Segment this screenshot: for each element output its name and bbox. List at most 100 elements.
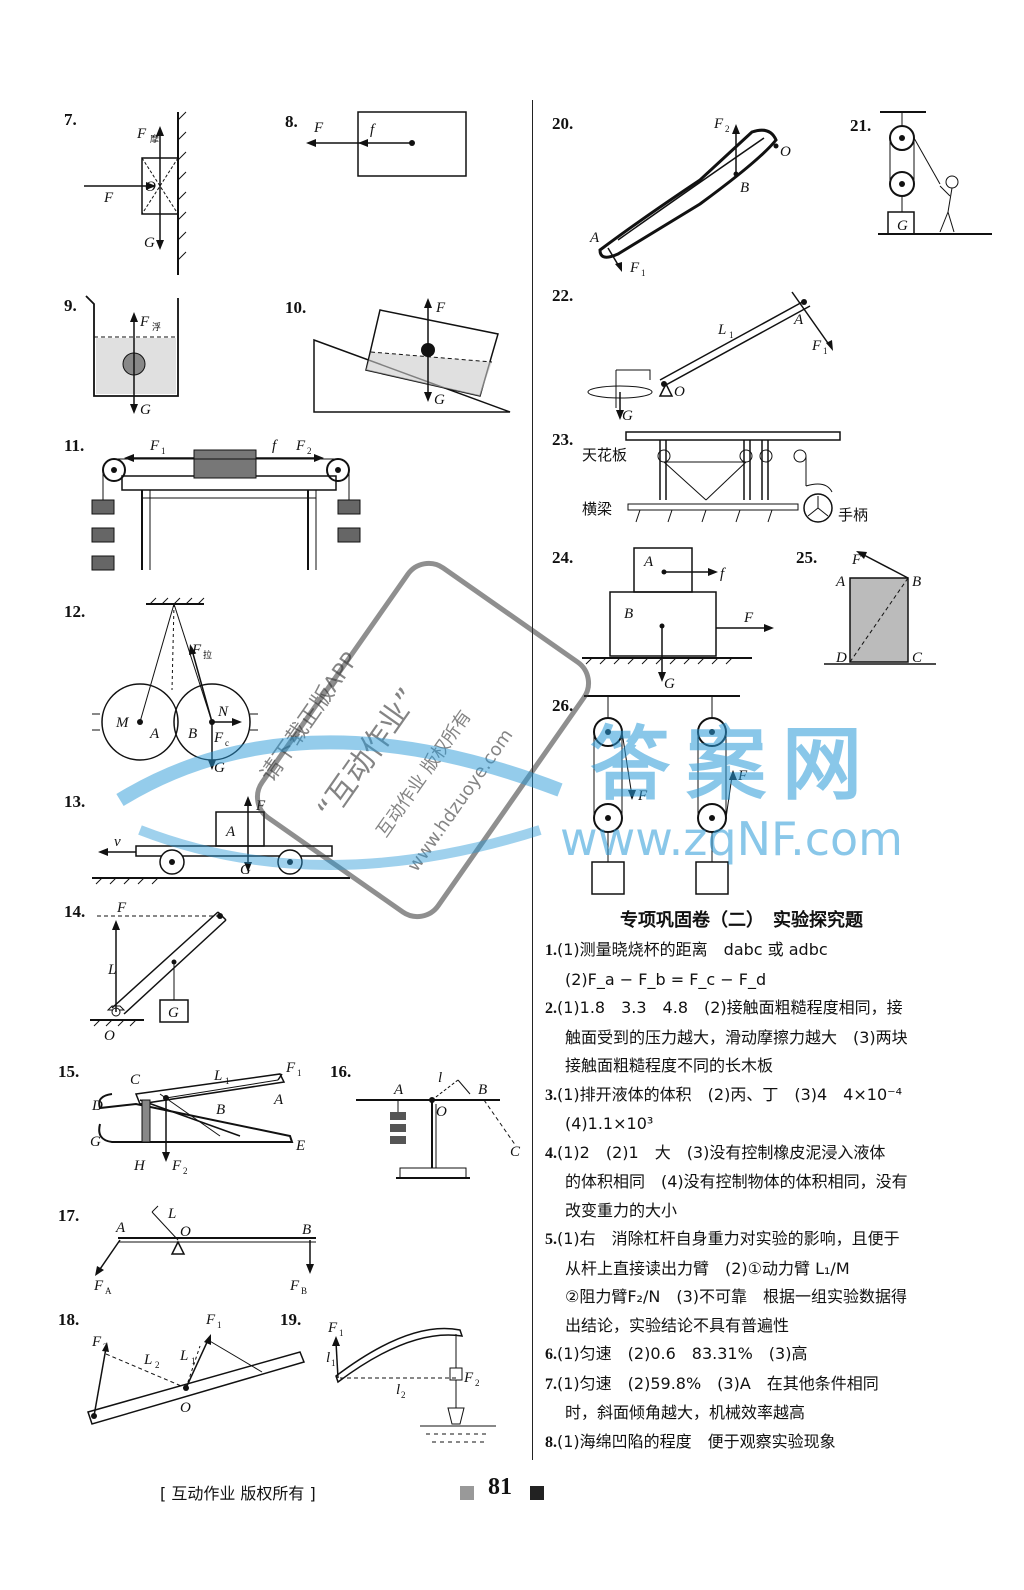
fig-15-sub1: 1: [225, 1076, 230, 1086]
fig-20-sub-f1: 1: [641, 268, 646, 278]
answer-line: 接触面粗糙程度不同的长木板: [565, 1056, 774, 1075]
fig-20-label-o: O: [780, 144, 791, 160]
answer-number: 6.: [545, 1346, 557, 1363]
fig-12-label-g: G: [214, 760, 225, 776]
answer-number: 7.: [545, 1375, 557, 1393]
section-title: 专项巩固卷（二） 实验探究题: [620, 910, 863, 931]
fig-14-number: 14.: [64, 902, 86, 921]
fig-15-label-c: C: [130, 1072, 141, 1088]
fig-15-label-e: E: [295, 1138, 305, 1154]
fig-17-label-a: A: [115, 1220, 126, 1236]
fig-25-label-f: F: [851, 552, 862, 568]
watermark-site-cn: 答案网: [590, 718, 878, 811]
fig-10-label-g: G: [434, 392, 445, 408]
fig-18-sub-f2: 2: [103, 1342, 108, 1352]
fig-24-number: 24.: [552, 548, 574, 567]
fig-13-label-v: v: [114, 834, 121, 850]
fig-11-label-f2: F: [295, 438, 306, 454]
fig-19-label-f2: F: [463, 1370, 474, 1386]
fig-17-label-fb: F: [289, 1278, 300, 1294]
fig-20-diagram: F 2 O B A F 1: [589, 116, 791, 278]
answer-5: 5.(1)右 消除杠杆自身重力对实验的影响，且便于 从杆上直接读出力臂 (2)①…: [545, 1225, 1000, 1340]
fig-17-number: 17.: [58, 1206, 80, 1225]
fig-22-number: 22.: [552, 286, 574, 305]
watermark-site-url: www.zqNF.com: [560, 812, 903, 866]
fig-22-label-a: A: [793, 312, 804, 328]
fig-15-label-b: B: [216, 1102, 225, 1118]
fig-16-label-a: A: [393, 1082, 404, 1098]
answer-number: 4.: [545, 1144, 557, 1162]
fig-17-diagram: A L O B F A F B: [93, 1205, 316, 1296]
fig-25-number: 25.: [796, 548, 818, 567]
fig-22-sub-l1: 1: [729, 330, 734, 340]
fig-8-label-f: F: [313, 120, 324, 136]
fig-16-label-o: O: [436, 1104, 447, 1120]
answer-line: 从杆上直接读出力臂 (2)①动力臂 L₁/M: [565, 1258, 850, 1278]
fig-19-label-l2: l: [396, 1382, 400, 1398]
answer-line: (1)2 (2)1 大 (3)没有控制橡皮泥浸入液体: [557, 1142, 886, 1162]
fig-12-sub-la: 拉: [203, 649, 212, 661]
fig-7-diagram: F 摩 F O G: [84, 111, 187, 275]
fig-17-sub-b: B: [301, 1286, 307, 1296]
fig-13-label-g: G: [240, 862, 251, 878]
fig-18-label-f1: F: [205, 1312, 216, 1328]
fig-14-label-l: L: [107, 962, 116, 978]
answer-1: 1.(1)测量晓烧杯的距离 dabc 或 adbc (2)F_a − F_b =…: [545, 936, 1000, 994]
fig-10-diagram: F G: [313, 298, 511, 413]
fig-23-diagram: 天花板 横梁 手柄: [582, 431, 868, 524]
fig-23-label-ceiling: 天花板: [582, 446, 627, 464]
fig-13-number: 13.: [64, 792, 86, 811]
fig-8-diagram: F f: [306, 111, 467, 177]
fig-26-label-f-left: F: [637, 788, 648, 804]
fig-15-label-d: D: [91, 1098, 103, 1114]
fig-9-number: 9.: [64, 296, 77, 315]
fig-7-label-f: F: [136, 126, 147, 142]
fig-18-number: 18.: [58, 1310, 80, 1329]
fig-20-sub-f2: 2: [725, 124, 730, 134]
fig-12-label-b: B: [188, 726, 197, 742]
fig-21-label-g: G: [897, 218, 908, 234]
fig-22-sub-f1: 1: [823, 346, 828, 356]
fig-19-sub-l1: 1: [331, 1358, 336, 1368]
fig-10-label-f: F: [435, 300, 446, 316]
fig-12-label-f: F: [191, 642, 202, 658]
fig-24-label-a: A: [643, 554, 654, 570]
fig-14-label-g: G: [168, 1005, 179, 1021]
fig-16-number: 16.: [330, 1062, 352, 1081]
fig-13-label-a: A: [225, 824, 236, 840]
fig-20-label-f2: F: [713, 116, 724, 132]
fig-19-diagram: F 1 l 1 F 2 l 2: [326, 1320, 496, 1443]
fig-11-diagram: F 1 f F 2: [91, 438, 361, 571]
fig-11-label-f1: F: [149, 438, 160, 454]
fig-9-sub: 浮: [152, 321, 161, 333]
fig-15-label-l1: L: [213, 1068, 222, 1084]
fig-26-diagram: F F: [584, 695, 748, 895]
fig-19-number: 19.: [280, 1310, 302, 1329]
answer-line: (1)排开液体的体积 (2)丙、丁 (3)4 4×10⁻⁴: [557, 1084, 902, 1104]
fig-13-diagram: v A F G: [92, 796, 350, 885]
fig-21-number: 21.: [850, 116, 872, 135]
fig-26-label-f-right: F: [737, 768, 748, 784]
fig-15-diagram: C L 1 F 1 D B A G E H F 2: [90, 1060, 305, 1176]
fig-17-label-b: B: [302, 1222, 311, 1238]
fig-11-sub1: 1: [161, 446, 166, 456]
answer-line: 出结论，实验结论不具有普遍性: [565, 1315, 790, 1335]
fig-25-label-a: A: [835, 574, 846, 590]
answer-line: (1)1.8 3.3 4.8 (2)接触面粗糙程度相同，接: [557, 998, 903, 1017]
footer-copyright: [ 互动作业 版权所有 ]: [160, 1484, 316, 1503]
fig-15-sub1b: 1: [297, 1068, 302, 1078]
fig-12-number: 12.: [64, 602, 86, 621]
fig-25-label-b: B: [912, 574, 921, 590]
fig-18-label-l2: L: [143, 1352, 152, 1368]
answer-line: 时，斜面倾角越大，机械效率越高: [565, 1403, 806, 1422]
fig-14-diagram: F L G O: [90, 900, 227, 1044]
fig-9-label-g: G: [140, 402, 151, 418]
fig-13-label-f: F: [255, 798, 266, 814]
fig-15-label-h: H: [133, 1158, 146, 1174]
answer-list: 1.(1)测量晓烧杯的距离 dabc 或 adbc (2)F_a − F_b =…: [545, 936, 1000, 1457]
answer-7: 7.(1)匀速 (2)59.8% (3)A 在其他条件相同 时，斜面倾角越大，机…: [545, 1370, 1000, 1428]
fig-24-label-f-small: f: [720, 566, 726, 582]
fig-18-diagram: F 2 L 2 L 1 F 1 O: [87, 1312, 306, 1425]
fig-22-label-f1: F: [811, 338, 822, 354]
footer-page-marker-right: [530, 1486, 544, 1500]
